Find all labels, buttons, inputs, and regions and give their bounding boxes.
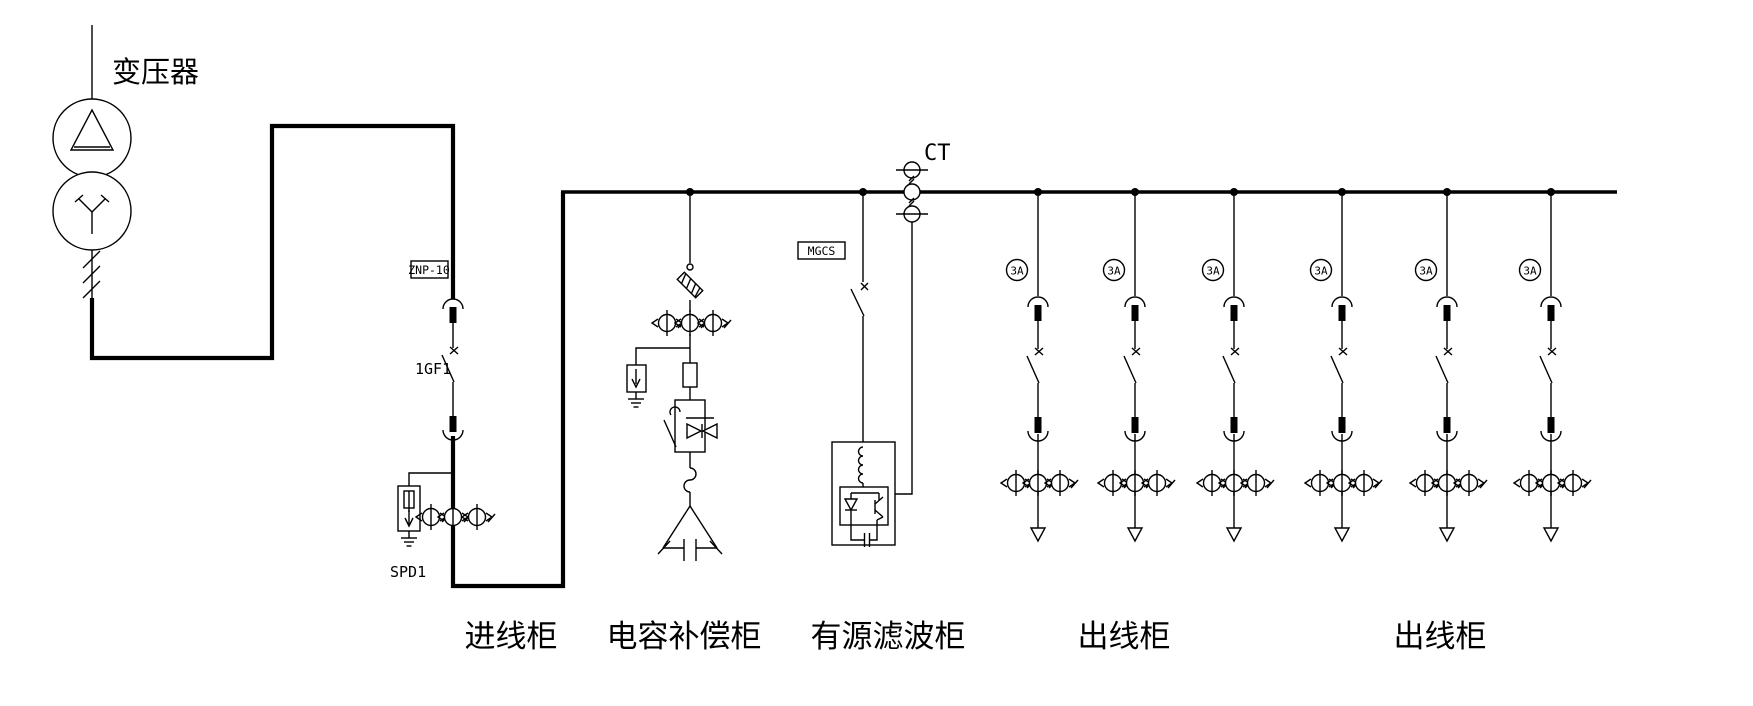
arrester-branch-group: [626, 347, 690, 408]
active-filter-icon: [831, 441, 896, 547]
cabinet-label-incoming: 进线柜: [465, 619, 558, 654]
disconnect-contact-icon: [686, 263, 694, 271]
ct-sensor-icon: [651, 309, 686, 337]
ct-label: CT: [924, 141, 951, 166]
reactor-icon: [683, 467, 697, 493]
breaker-icon: [850, 282, 869, 317]
meter-label: 3A: [1419, 265, 1433, 278]
module-tag-box: [797, 241, 846, 260]
incoming-cable-route: [89, 123, 456, 361]
outgoing-feeder-5: [1410, 188, 1487, 541]
incoming-cabinet-group: ZNP-10 1GF1 SPD1: [390, 192, 566, 589]
ct-sensor-icon: [697, 309, 732, 337]
transformer-secondary-winding: [52, 171, 132, 251]
outgoing-feeder-2: [1098, 188, 1175, 541]
breaker-tag-label: 1GF1: [415, 360, 451, 378]
wye-winding-icon: [74, 194, 110, 234]
spd-branch-group: SPD1: [390, 472, 453, 581]
incoming-riser: [450, 192, 566, 589]
ct-sensor-icon: [903, 183, 921, 201]
fuse-icon: [676, 271, 704, 299]
ct-sensor-icon: [674, 309, 709, 337]
drawout-contact-icon: [442, 298, 464, 324]
arrester-icon: [626, 364, 647, 393]
dc-capacitor-icon: [850, 525, 878, 547]
meter-icon: 3A: [1102, 258, 1126, 282]
fuse-icon: [682, 362, 698, 388]
inverter-icon: [843, 492, 884, 525]
cabinet-labels: 进线柜 电容补偿柜 有源滤波柜 出线柜 出线柜: [465, 619, 1487, 654]
cabinet-label-capacitor: 电容补偿柜: [607, 619, 762, 654]
meter-icon: 3A: [1309, 258, 1333, 282]
meter-icon: 3A: [1414, 258, 1438, 282]
outgoing-feeder-6: [1514, 188, 1591, 541]
filter-feeder-group: MGCS CT: [797, 141, 951, 547]
meter-label: 3A: [1206, 265, 1220, 278]
meter-icon: 3A: [1518, 258, 1542, 282]
transformer-label: 变压器: [112, 56, 199, 89]
meter-label: 3A: [1314, 265, 1328, 278]
panel-tag-label: ZNP-10: [408, 263, 450, 277]
transformer-icon: [52, 25, 132, 300]
spd-tag-label: SPD1: [390, 563, 426, 581]
cabinet-label-outgoing-1: 出线柜: [1078, 619, 1171, 654]
ct-signal-line: [888, 222, 913, 495]
inductor-icon: [857, 446, 864, 484]
cabinet-label-filter: 有源滤波柜: [811, 619, 966, 654]
capacitor-bank-icon: [657, 505, 723, 561]
ground-icon: [627, 391, 645, 408]
outgoing-feeder-3: [1197, 188, 1274, 541]
meter-icon: 3A: [1201, 258, 1225, 282]
spd-icon: [397, 485, 421, 532]
panel-tag-box: [410, 260, 449, 279]
outgoing-feeders-group: 3A 3A 3A 3A 3A 3A: [1001, 188, 1591, 541]
incoming-ct-group: [415, 503, 496, 531]
meter-label: 3A: [1107, 265, 1121, 278]
thyristor-switch-icon: [663, 399, 718, 453]
meter-label: 3A: [1523, 265, 1537, 278]
delta-winding-icon: [69, 108, 115, 151]
capacitor-feeder-group: [626, 188, 732, 561]
cabinet-label-outgoing-2: 出线柜: [1394, 619, 1487, 654]
breaker-icon: [441, 346, 459, 383]
capacitor-ct-group: [651, 309, 732, 337]
ground-icon: [400, 530, 418, 547]
outgoing-feeder-4: [1305, 188, 1382, 541]
module-tag-label: MGCS: [808, 244, 836, 258]
meter-label: 3A: [1010, 265, 1024, 278]
cable-marks-icon: [82, 250, 101, 299]
outgoing-feeder-1: [1001, 188, 1078, 541]
meter-icon: 3A: [1005, 258, 1029, 282]
